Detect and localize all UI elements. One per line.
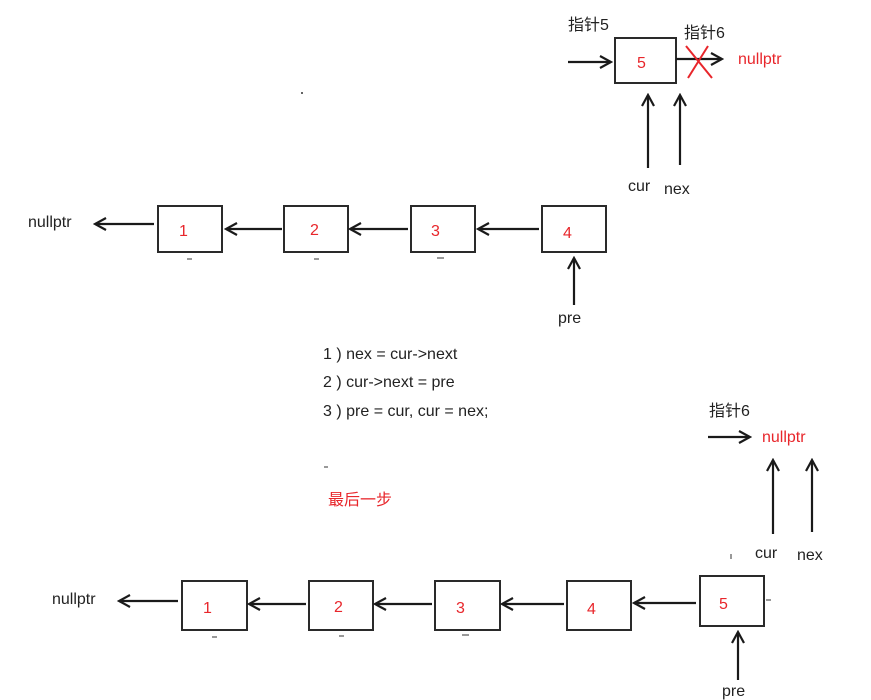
top-node-4 [541, 205, 607, 253]
bottom-pre-label: pre [722, 683, 745, 700]
top-node-1-value: 1 [179, 223, 188, 240]
top-node-2-value: 2 [310, 222, 319, 239]
bottom-cur-label: cur [755, 545, 778, 562]
bottom-nex-label: nex [797, 547, 823, 564]
top-nullptr-right: nullptr [738, 51, 782, 68]
bottom-nullptr-right: nullptr [762, 429, 806, 446]
step-3: 3 ) pre = cur, cur = nex; [323, 403, 488, 420]
bottom-node-1 [181, 580, 248, 631]
top-pre-label: pre [558, 310, 581, 327]
top-node-4-value: 4 [563, 225, 572, 242]
top-section: 指针5 5 指针6 nullptr cur nex nullptr 1 2 3 … [28, 16, 782, 327]
last-step-label: 最后一步 [328, 491, 392, 509]
stray-dot [301, 92, 303, 94]
steps-section: 1 ) nex = cur->next 2 ) cur->next = pre … [323, 346, 488, 509]
bottom-node-4-value: 4 [587, 601, 596, 618]
bottom-node-5 [699, 575, 765, 627]
top-node-1 [157, 205, 223, 253]
step-2: 2 ) cur->next = pre [323, 374, 455, 391]
bottom-node-3-value: 3 [456, 600, 465, 617]
bottom-node-1-value: 1 [203, 600, 212, 617]
top-node-3 [410, 205, 476, 253]
bottom-node-3 [434, 580, 501, 631]
bottom-node-5-value: 5 [719, 596, 728, 613]
bottom-nullptr-left: nullptr [52, 591, 96, 608]
bottom-section: 指针6 nullptr cur nex nullptr 1 2 3 4 5 pr… [52, 402, 823, 700]
top-node-5-value: 5 [637, 55, 646, 72]
top-nullptr-left: nullptr [28, 214, 72, 231]
cut-link-x-icon [685, 45, 713, 79]
top-node-3-value: 3 [431, 223, 440, 240]
bottom-node-2-value: 2 [334, 599, 343, 616]
top-nex-label: nex [664, 181, 690, 198]
step-1: 1 ) nex = cur->next [323, 346, 458, 363]
pointer6-label: 指针6 [684, 24, 725, 42]
top-node-5 [614, 37, 677, 84]
bottom-pointer6-label: 指针6 [709, 402, 750, 420]
bottom-node-2 [308, 580, 374, 631]
top-cur-label: cur [628, 178, 651, 195]
bottom-node-4 [566, 580, 632, 631]
pointer5-label: 指针5 [568, 16, 609, 34]
